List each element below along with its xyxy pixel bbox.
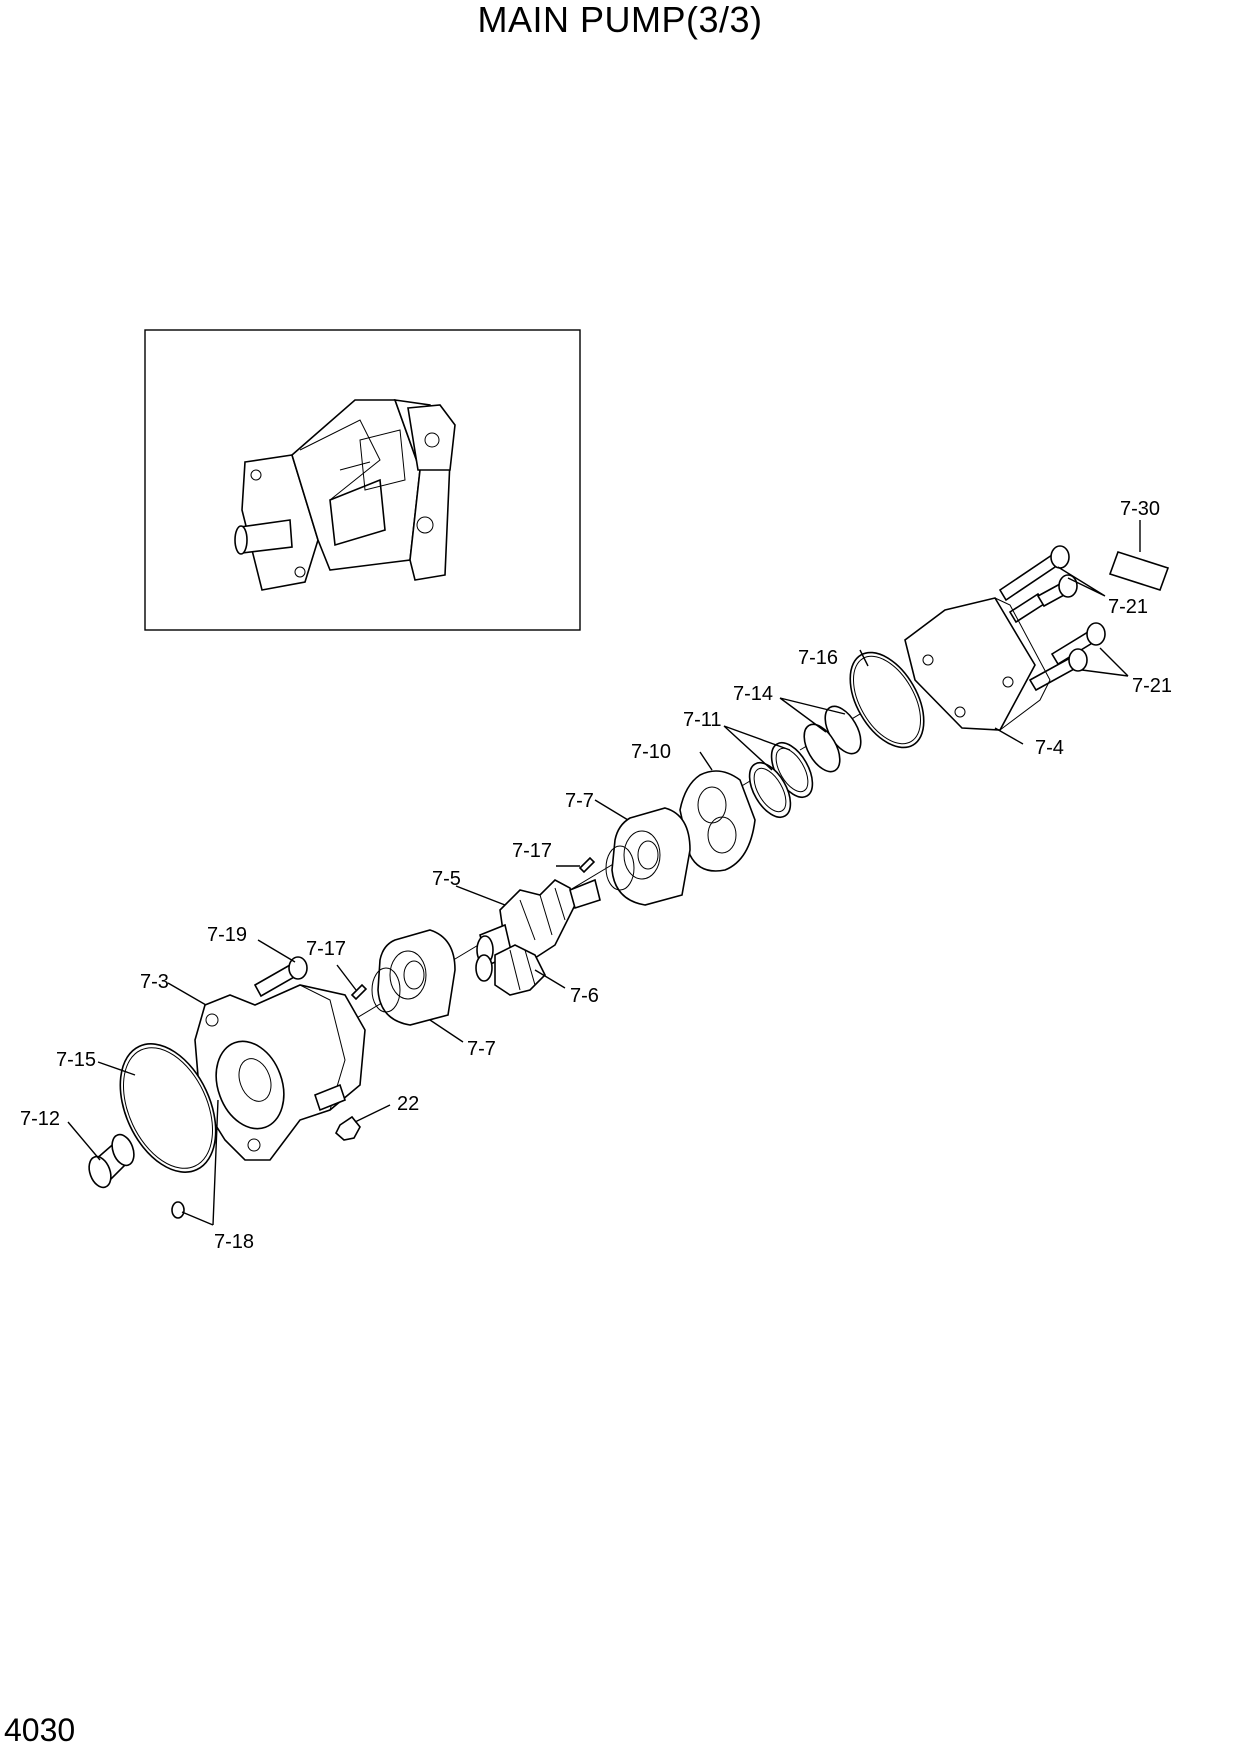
callout-7-5: 7-5	[432, 868, 461, 890]
page-title: MAIN PUMP(3/3)	[477, 0, 763, 40]
part-7-14-rings	[803, 705, 862, 773]
part-7-7-bushing-lower	[371, 929, 456, 1026]
callout-7-7-upper: 7-7	[565, 790, 594, 812]
callout-7-17-upper: 7-17	[512, 840, 552, 862]
part-7-3-front-housing	[194, 984, 366, 1161]
callout-7-14: 7-14	[733, 683, 773, 705]
callout-7-11: 7-11	[683, 709, 722, 731]
part-7-19-bolt	[253, 956, 308, 998]
part-7-18-o-ring	[171, 1201, 185, 1219]
part-7-7-bushing-upper	[605, 807, 691, 906]
callout-7-7-lower: 7-7	[467, 1038, 496, 1060]
callout-7-21-upper: 7-21	[1108, 596, 1148, 618]
part-22-plug	[335, 1115, 361, 1141]
part-7-17-pin-lower	[350, 983, 368, 1001]
callout-7-3: 7-3	[140, 971, 169, 993]
part-7-4-rear-cover	[904, 597, 1051, 731]
part-7-21-bolts-upper	[998, 545, 1078, 624]
callout-7-15: 7-15	[56, 1049, 96, 1071]
part-7-12-bearing	[88, 1133, 135, 1189]
callout-7-6: 7-6	[570, 985, 599, 1007]
callout-7-18: 7-18	[214, 1231, 254, 1253]
callout-7-4: 7-4	[1035, 737, 1064, 759]
part-7-16-o-ring	[849, 651, 925, 749]
part-7-15-o-ring	[119, 1043, 217, 1173]
part-7-5-drive-gear	[476, 878, 601, 967]
assembly-inset	[144, 329, 581, 631]
part-7-17-pin-upper	[578, 856, 596, 874]
callout-7-16: 7-16	[798, 647, 838, 669]
page-number: 4030	[4, 1712, 76, 1748]
assembled-pump-illustration	[234, 399, 456, 591]
callout-labels: 7-30 7-21 7-21 7-16 7-14 7-11 7-10 7-4 7…	[20, 498, 1172, 1253]
part-7-30-nameplate	[1108, 551, 1170, 591]
callout-7-10: 7-10	[631, 741, 671, 763]
part-7-21-bolts-lower	[1028, 622, 1106, 692]
callout-7-17-lower: 7-17	[306, 938, 346, 960]
callout-7-21-lower: 7-21	[1132, 675, 1172, 697]
callout-7-19: 7-19	[207, 924, 247, 946]
callout-7-30: 7-30	[1120, 498, 1160, 520]
part-7-11-seals	[748, 742, 814, 818]
part-7-6-driven-gear	[475, 944, 546, 996]
callout-22: 22	[397, 1093, 419, 1115]
callout-7-12: 7-12	[20, 1108, 60, 1130]
part-7-10-plate	[679, 770, 756, 872]
leader-lines	[67, 520, 1141, 1226]
